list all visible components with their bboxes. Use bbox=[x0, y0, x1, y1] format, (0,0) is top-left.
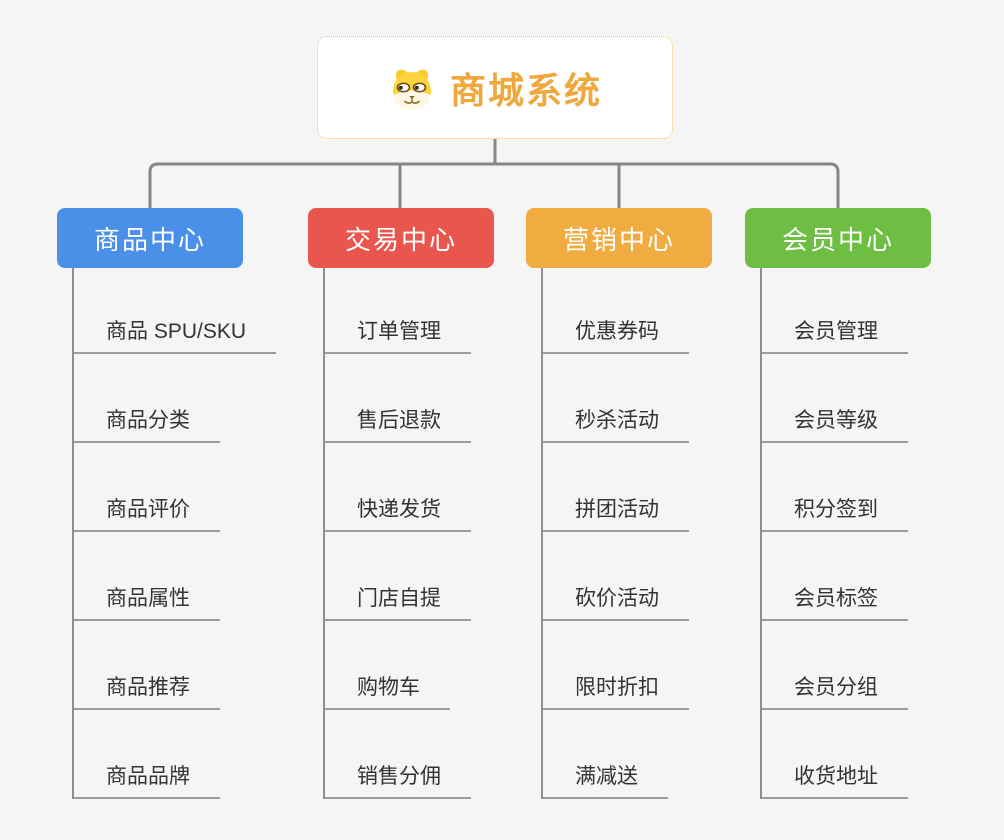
item-row: 销售分佣 bbox=[323, 710, 494, 799]
item-row: 商品品牌 bbox=[72, 710, 243, 799]
item-row: 门店自提 bbox=[323, 532, 494, 621]
root-title: 商城系统 bbox=[449, 69, 602, 111]
item-row: 秒杀活动 bbox=[541, 354, 712, 443]
leaf-node[interactable]: 会员等级 bbox=[760, 404, 908, 443]
leaf-label: 商品属性 bbox=[106, 587, 190, 610]
item-row: 积分签到 bbox=[760, 443, 931, 532]
leaf-label: 商品 SPU/SKU bbox=[106, 320, 247, 343]
leaf-label: 优惠券码 bbox=[575, 320, 659, 343]
item-row: 快递发货 bbox=[323, 443, 494, 532]
leaf-label: 购物车 bbox=[357, 676, 420, 699]
branch-items: 商品 SPU/SKU 商品分类 商品评价 商品属性 商品推荐 商品品牌 bbox=[72, 268, 277, 799]
branch-connector-line bbox=[323, 268, 325, 799]
branch: 营销中心 优惠券码 秒杀活动 拼团活动 砍价活动 限时折扣 满减送 bbox=[526, 208, 712, 799]
leaf-node[interactable]: 销售分佣 bbox=[323, 760, 471, 799]
item-row: 优惠券码 bbox=[541, 268, 712, 354]
leaf-node[interactable]: 商品 SPU/SKU bbox=[72, 315, 277, 354]
leaf-node[interactable]: 积分签到 bbox=[760, 493, 908, 532]
leaf-node[interactable]: 优惠券码 bbox=[541, 315, 689, 354]
branch-label: 营销中心 bbox=[562, 224, 675, 255]
leaf-node[interactable]: 商品属性 bbox=[72, 582, 220, 621]
leaf-label: 秒杀活动 bbox=[575, 409, 659, 432]
root-node[interactable]: 商城系统 bbox=[317, 36, 673, 139]
leaf-label: 快递发货 bbox=[357, 498, 441, 521]
branch-node-marketing-center[interactable]: 营销中心 bbox=[526, 208, 712, 268]
leaf-node[interactable]: 会员标签 bbox=[760, 582, 908, 621]
branch-label: 商品中心 bbox=[93, 224, 206, 255]
leaf-node[interactable]: 商品评价 bbox=[72, 493, 220, 532]
leaf-label: 拼团活动 bbox=[575, 498, 659, 521]
item-row: 会员等级 bbox=[760, 354, 931, 443]
branch-connector-line bbox=[760, 268, 762, 799]
item-row: 拼团活动 bbox=[541, 443, 712, 532]
leaf-node[interactable]: 商品推荐 bbox=[72, 671, 220, 710]
item-row: 商品评价 bbox=[72, 443, 243, 532]
leaf-label: 砍价活动 bbox=[575, 587, 659, 610]
leaf-node[interactable]: 收货地址 bbox=[760, 760, 908, 799]
item-row: 收货地址 bbox=[760, 710, 931, 799]
branch-items: 优惠券码 秒杀活动 拼团活动 砍价活动 限时折扣 满减送 bbox=[541, 268, 712, 799]
leaf-node[interactable]: 快递发货 bbox=[323, 493, 471, 532]
branch: 交易中心 订单管理 售后退款 快递发货 门店自提 购物车 销售分佣 bbox=[308, 208, 494, 799]
leaf-node[interactable]: 商品分类 bbox=[72, 404, 220, 443]
leaf-label: 满减送 bbox=[575, 765, 638, 788]
branch-bracket-line bbox=[148, 162, 840, 208]
leaf-label: 会员标签 bbox=[794, 587, 878, 610]
leaf-node[interactable]: 拼团活动 bbox=[541, 493, 689, 532]
leaf-node[interactable]: 商品品牌 bbox=[72, 760, 220, 799]
branch-items: 订单管理 售后退款 快递发货 门店自提 购物车 销售分佣 bbox=[323, 268, 494, 799]
item-row: 商品推荐 bbox=[72, 621, 243, 710]
leaf-node[interactable]: 砍价活动 bbox=[541, 582, 689, 621]
leaf-label: 销售分佣 bbox=[357, 765, 441, 788]
leaf-label: 积分签到 bbox=[794, 498, 878, 521]
leaf-label: 商品品牌 bbox=[106, 765, 190, 788]
branch: 商品中心 商品 SPU/SKU 商品分类 商品评价 商品属性 商品推荐 商品品牌 bbox=[57, 208, 277, 799]
leaf-node[interactable]: 会员管理 bbox=[760, 315, 908, 354]
item-row: 砍价活动 bbox=[541, 532, 712, 621]
item-row: 订单管理 bbox=[323, 268, 494, 354]
item-row: 购物车 bbox=[323, 621, 494, 710]
item-row: 会员管理 bbox=[760, 268, 931, 354]
leaf-label: 会员等级 bbox=[794, 409, 878, 432]
leaf-label: 门店自提 bbox=[357, 587, 441, 610]
leaf-node[interactable]: 售后退款 bbox=[323, 404, 471, 443]
item-row: 商品分类 bbox=[72, 354, 243, 443]
item-row: 会员分组 bbox=[760, 621, 931, 710]
leaf-node[interactable]: 满减送 bbox=[541, 760, 668, 799]
branch-label: 会员中心 bbox=[781, 224, 894, 255]
leaf-label: 会员分组 bbox=[794, 676, 878, 699]
branch-connector-line bbox=[541, 268, 543, 799]
leaf-label: 商品推荐 bbox=[106, 676, 190, 699]
item-row: 会员标签 bbox=[760, 532, 931, 621]
item-row: 满减送 bbox=[541, 710, 712, 799]
branch-items: 会员管理 会员等级 积分签到 会员标签 会员分组 收货地址 bbox=[760, 268, 931, 799]
leaf-node[interactable]: 订单管理 bbox=[323, 315, 471, 354]
item-row: 商品属性 bbox=[72, 532, 243, 621]
branch-node-member-center[interactable]: 会员中心 bbox=[745, 208, 931, 268]
leaf-label: 会员管理 bbox=[794, 320, 878, 343]
leaf-label: 收货地址 bbox=[794, 765, 878, 788]
leaf-label: 商品评价 bbox=[106, 498, 190, 521]
leaf-node[interactable]: 购物车 bbox=[323, 671, 450, 710]
leaf-label: 限时折扣 bbox=[575, 676, 659, 699]
leaf-node[interactable]: 门店自提 bbox=[323, 582, 471, 621]
branch-connector-line bbox=[72, 268, 74, 799]
leaf-label: 商品分类 bbox=[106, 409, 190, 432]
branch: 会员中心 会员管理 会员等级 积分签到 会员标签 会员分组 收货地址 bbox=[745, 208, 931, 799]
item-row: 商品 SPU/SKU bbox=[72, 268, 277, 354]
item-row: 售后退款 bbox=[323, 354, 494, 443]
item-row: 限时折扣 bbox=[541, 621, 712, 710]
branch-node-product-center[interactable]: 商品中心 bbox=[57, 208, 243, 268]
leaf-node[interactable]: 会员分组 bbox=[760, 671, 908, 710]
leaf-label: 订单管理 bbox=[357, 320, 441, 343]
leaf-node[interactable]: 秒杀活动 bbox=[541, 404, 689, 443]
branch-label: 交易中心 bbox=[344, 224, 457, 255]
branch-node-trade-center[interactable]: 交易中心 bbox=[308, 208, 494, 268]
dog-face-icon bbox=[388, 65, 436, 111]
leaf-label: 售后退款 bbox=[357, 409, 441, 432]
leaf-node[interactable]: 限时折扣 bbox=[541, 671, 689, 710]
